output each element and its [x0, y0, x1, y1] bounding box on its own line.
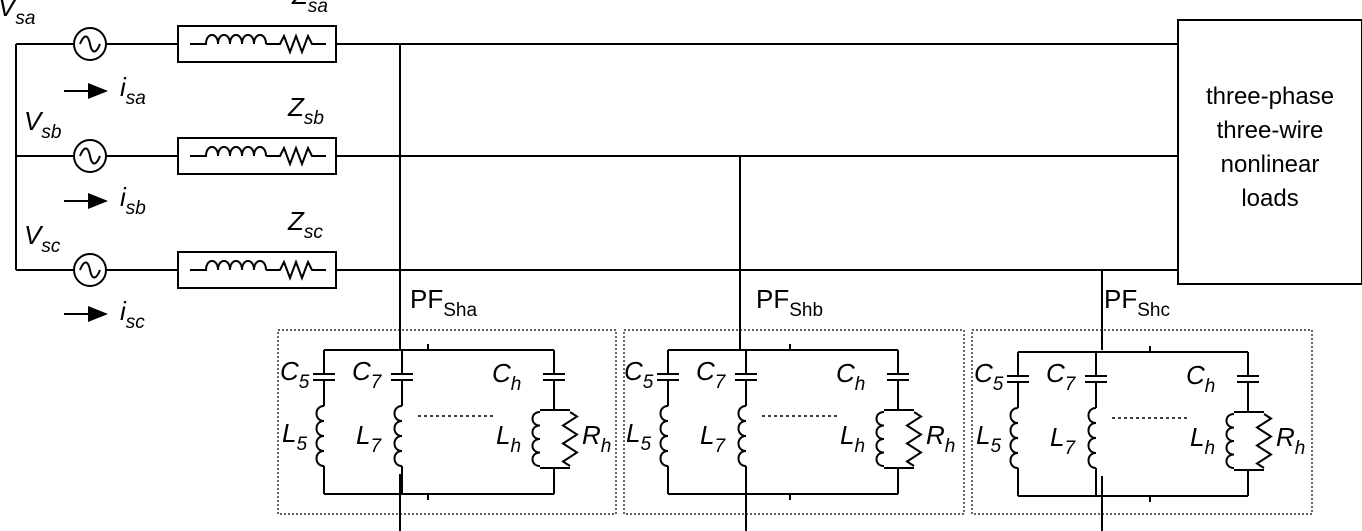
load-box-frame	[1177, 19, 1362, 285]
inductor-l5-icon	[659, 405, 669, 467]
label-lh: Lh	[840, 420, 865, 457]
label-i-sb: isb	[120, 182, 146, 219]
label-c5: C5	[624, 356, 654, 393]
label-l5: L5	[626, 418, 651, 455]
label-l7: L7	[1050, 422, 1076, 459]
label-lh: Lh	[496, 420, 521, 457]
filter-enclosure	[277, 329, 617, 515]
label-c5: C5	[280, 356, 310, 393]
label-l5: L5	[282, 418, 307, 455]
label-z-sa: Zsa	[291, 0, 328, 17]
label-pf-sha: PFSha	[410, 284, 477, 321]
label-c7: C7	[1046, 358, 1077, 395]
label-c5: C5	[974, 358, 1004, 395]
inductor-lh-icon	[531, 411, 541, 467]
label-i-sa: isa	[120, 72, 146, 109]
load-line-1: three-phase	[1206, 83, 1334, 110]
label-l7: L7	[356, 420, 382, 457]
load-line-3: nonlinear	[1221, 151, 1320, 178]
source-section: Vsa Zsa isa Vsb Zsb isb Vsc Zsc isc	[0, 0, 337, 333]
label-l5: L5	[976, 420, 1001, 457]
label-v-sc: Vsc	[24, 220, 61, 257]
label-rh: Rh	[1276, 422, 1305, 459]
label-ch: Ch	[1186, 360, 1215, 397]
inductor-lh-icon	[1225, 413, 1235, 469]
label-v-sb: Vsb	[24, 106, 61, 143]
inductor-l5-icon	[1009, 407, 1019, 469]
label-rh: Rh	[926, 420, 955, 457]
inductor-l7-icon	[393, 405, 403, 467]
label-l7: L7	[700, 420, 726, 457]
inductor-c-icon	[190, 260, 267, 271]
load-line-4: loads	[1241, 185, 1298, 212]
resistor-b-icon	[266, 145, 326, 167]
load-box: three-phase three-wire nonlinear loads	[1177, 19, 1362, 285]
label-ch: Ch	[836, 358, 865, 395]
label-c7: C7	[696, 356, 727, 393]
inductor-a-icon	[190, 34, 267, 45]
resistor-c-icon	[266, 259, 326, 281]
load-line-2: three-wire	[1217, 117, 1324, 144]
label-pf-shc: PFShc	[1104, 284, 1170, 321]
label-z-sb: Zsb	[287, 92, 324, 129]
label-c7: C7	[352, 356, 383, 393]
label-v-sa: Vsa	[0, 0, 35, 29]
label-pf-shb: PFShb	[756, 284, 823, 321]
resistor-rh-icon	[1255, 413, 1273, 469]
resistor-a-icon	[266, 33, 326, 55]
inductor-b-icon	[190, 146, 267, 157]
phase-b-source	[16, 137, 337, 209]
phase-a-source	[16, 25, 337, 99]
filter-enclosure	[623, 329, 965, 515]
resistor-rh-icon	[905, 411, 923, 467]
phase-c-source	[16, 251, 337, 322]
label-z-sc: Zsc	[287, 206, 323, 243]
inductor-l7-icon	[1087, 407, 1097, 469]
filter-enclosure	[971, 329, 1313, 515]
label-rh: Rh	[582, 420, 611, 457]
label-i-sc: isc	[120, 296, 145, 333]
label-ch: Ch	[492, 358, 521, 395]
resistor-rh-icon	[561, 411, 579, 467]
label-lh: Lh	[1190, 422, 1215, 459]
bus-lines	[336, 43, 1178, 350]
inductor-lh-icon	[875, 411, 885, 467]
inductor-l7-icon	[737, 405, 747, 467]
inductor-l5-icon	[315, 405, 325, 467]
